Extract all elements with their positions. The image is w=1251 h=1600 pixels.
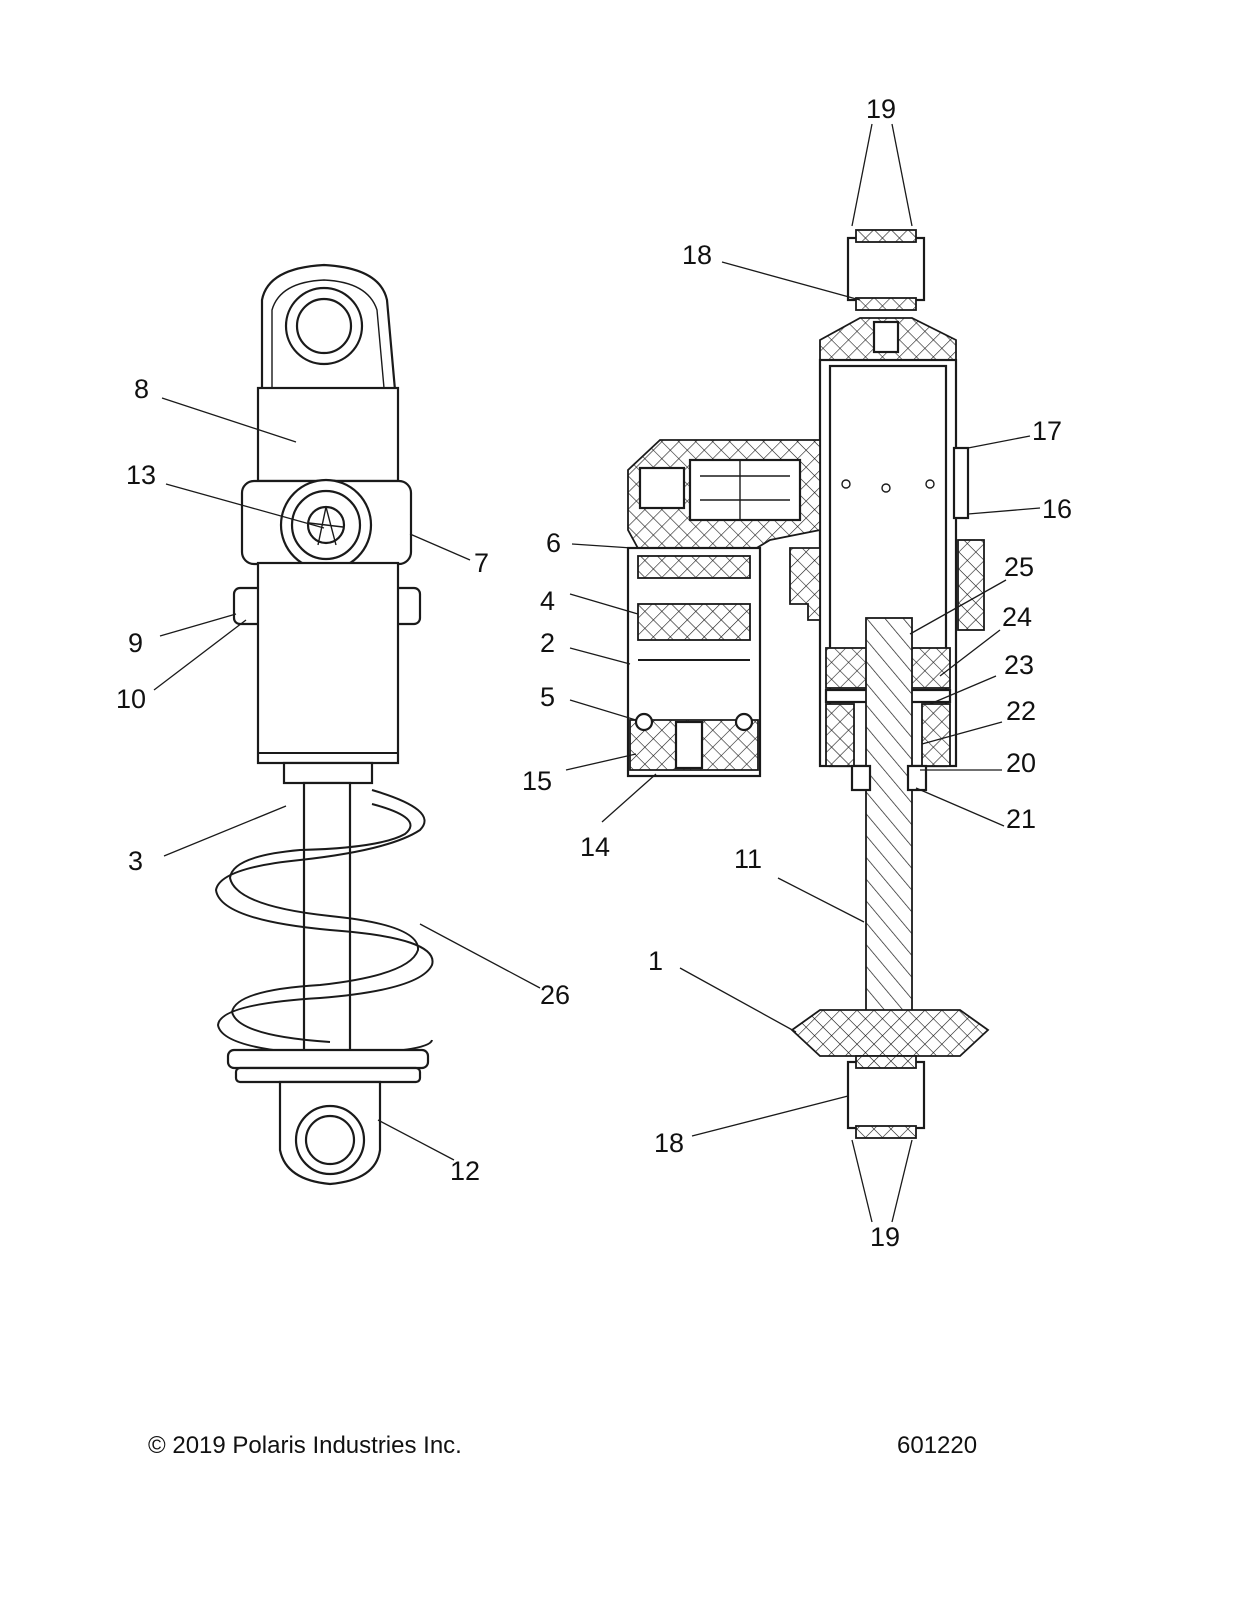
callout-21: 21	[1006, 804, 1036, 834]
bottom-bushing	[846, 1060, 926, 1130]
callout-3: 3	[128, 846, 143, 876]
callout-4: 4	[540, 586, 555, 616]
top-bushing	[846, 236, 926, 302]
callout-14: 14	[580, 832, 610, 862]
shaft-section	[865, 617, 913, 1063]
callout-2: 2	[540, 628, 555, 658]
floating-piston	[637, 603, 751, 641]
callout-8: 8	[134, 374, 149, 404]
callout-11: 11	[734, 844, 762, 874]
callout-16: 16	[1042, 494, 1072, 524]
bottom-collar	[282, 761, 374, 785]
cross-section-view	[626, 229, 990, 1139]
callout-22: 22	[1006, 696, 1036, 726]
leader-lines	[153, 123, 1041, 1223]
callout-9: 9	[128, 628, 143, 658]
callout-18-bottom: 18	[654, 1128, 684, 1158]
callout-19-bottom: 19	[870, 1222, 900, 1252]
callout-17: 17	[1032, 416, 1062, 446]
copyright-notice: © 2019 Polaris Industries Inc.	[148, 1432, 462, 1459]
callout-13: 13	[126, 460, 156, 490]
callout-6: 6	[546, 528, 561, 558]
callout-23: 23	[1004, 650, 1034, 680]
callout-20: 20	[1006, 748, 1036, 778]
callout-24: 24	[1002, 602, 1032, 632]
callout-7: 7	[474, 548, 489, 578]
shock-top-body	[256, 386, 400, 483]
callout-12: 12	[450, 1156, 480, 1186]
figure-number: 601220	[897, 1432, 978, 1459]
callout-19-top: 19	[866, 94, 896, 124]
callout-10: 10	[116, 684, 146, 714]
callout-15: 15	[522, 766, 552, 796]
callout-5: 5	[540, 682, 555, 712]
callout-26: 26	[540, 980, 570, 1010]
callout-1: 1	[648, 946, 663, 976]
spring-retainer	[226, 1048, 430, 1070]
callout-18-top: 18	[682, 240, 712, 270]
shock-body	[256, 561, 400, 765]
bottom-spring-seat	[790, 1009, 990, 1057]
callout-25: 25	[1004, 552, 1034, 582]
callout-labels: 19 18 8 13 17 16 7 6 25 4 24 9 2 23 10 5…	[116, 94, 1072, 1252]
coil-spring	[214, 789, 434, 1057]
assembled-shock-view	[214, 263, 434, 1186]
